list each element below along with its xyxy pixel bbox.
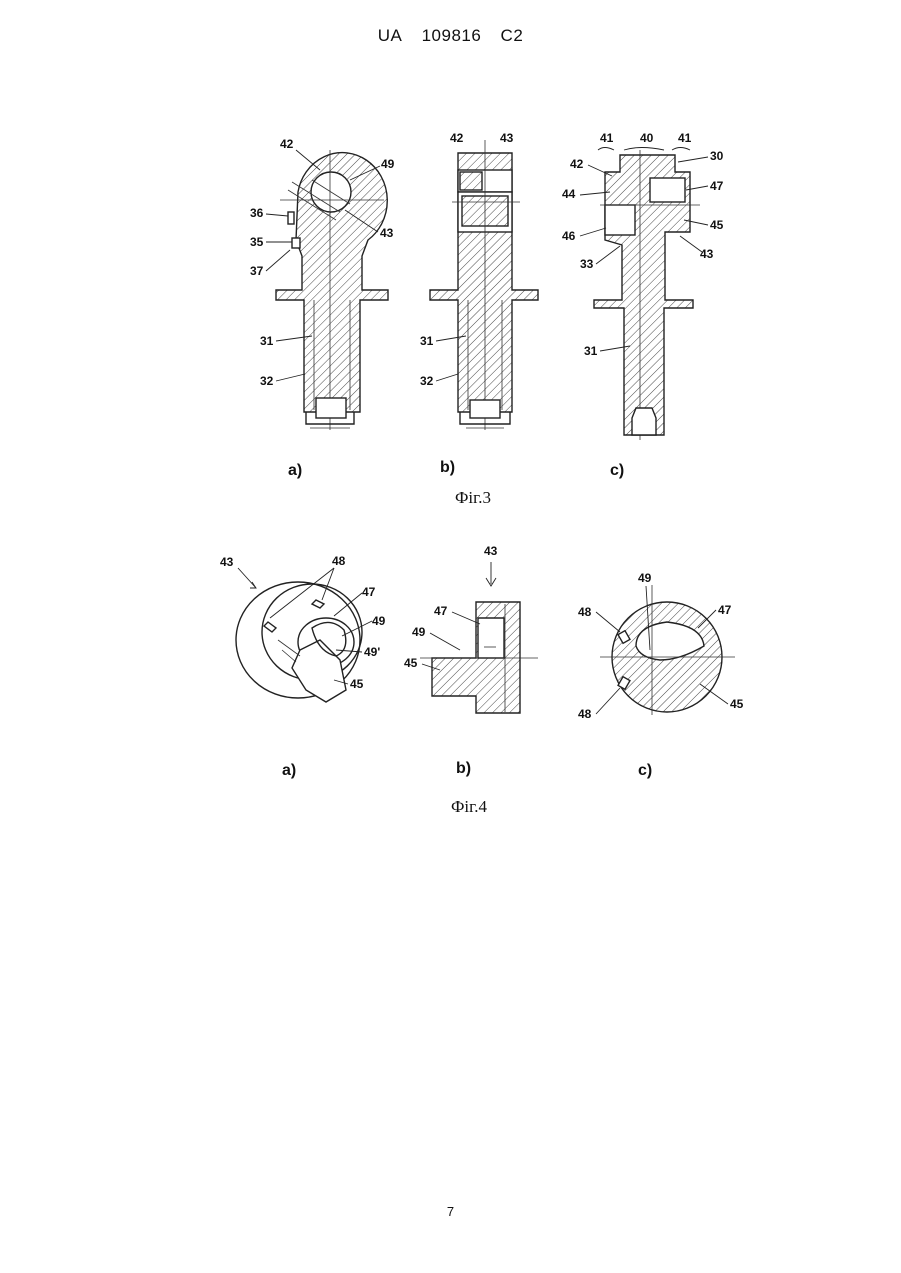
fig3c-label: 42 <box>570 157 584 171</box>
fig3a-label: 31 <box>260 334 274 348</box>
fig4a-label: 49' <box>364 645 380 659</box>
figure4-caption: Фіг.4 <box>451 797 487 817</box>
fig4b-label: 47 <box>434 604 448 618</box>
fig4a-label: 49 <box>372 614 386 628</box>
fig3b-sublabel: b) <box>440 459 455 476</box>
fig3c-label: 30 <box>710 149 724 163</box>
fig3a-label: 37 <box>250 264 264 278</box>
fig3a-label: 43 <box>380 226 394 240</box>
fig3c-label: 31 <box>584 344 598 358</box>
fig3a-label: 35 <box>250 235 264 249</box>
fig3b-label: 42 <box>450 131 464 145</box>
fig3c-drawing <box>594 148 700 441</box>
fig4c-label: 49 <box>638 571 652 585</box>
fig4a-sublabel: a) <box>282 762 296 779</box>
fig4c-label: 48 <box>578 707 592 721</box>
fig3b-label: 31 <box>420 334 434 348</box>
fig3a-sublabel: a) <box>288 462 302 479</box>
fig4b-sublabel: b) <box>456 760 471 777</box>
fig3a-drawing <box>276 150 388 430</box>
fig3c-label: 33 <box>580 257 594 271</box>
fig4a-label: 47 <box>362 585 376 599</box>
fig4a-label: 48 <box>332 554 346 568</box>
fig4b-label: 45 <box>404 656 418 670</box>
fig3c-label: 45 <box>710 218 724 232</box>
fig4c-drawing <box>600 585 735 715</box>
page-number: 7 <box>0 1204 901 1219</box>
fig4a-label: 43 <box>220 555 234 569</box>
fig4a-drawing <box>236 582 362 702</box>
fig3a-label: 32 <box>260 374 274 388</box>
fig4c-sublabel: c) <box>638 762 652 779</box>
fig3c-label: 47 <box>710 179 724 193</box>
fig3a-label: 36 <box>250 206 264 220</box>
fig3c-sublabel: c) <box>610 462 624 479</box>
fig4b-label: 49 <box>412 625 426 639</box>
fig4c-label: 47 <box>718 603 732 617</box>
fig4c-label: 45 <box>730 697 744 711</box>
fig3c-label: 40 <box>640 131 654 145</box>
fig3c-label: 41 <box>600 131 614 145</box>
fig4b-label: 43 <box>484 544 498 558</box>
fig4c-label: 48 <box>578 605 592 619</box>
fig3a-label: 42 <box>280 137 294 151</box>
fig4b-drawing <box>420 602 538 713</box>
fig3c-label: 44 <box>562 187 576 201</box>
fig3a-label: 49 <box>381 157 395 171</box>
fig3b-label: 32 <box>420 374 434 388</box>
fig3b-label: 43 <box>500 131 514 145</box>
fig4a-label: 45 <box>350 677 364 691</box>
fig3c-label: 43 <box>700 247 714 261</box>
figure3-caption: Фіг.3 <box>455 488 491 508</box>
fig3c-label: 46 <box>562 229 576 243</box>
fig3b-drawing <box>430 140 538 430</box>
fig3c-label: 41 <box>678 131 692 145</box>
